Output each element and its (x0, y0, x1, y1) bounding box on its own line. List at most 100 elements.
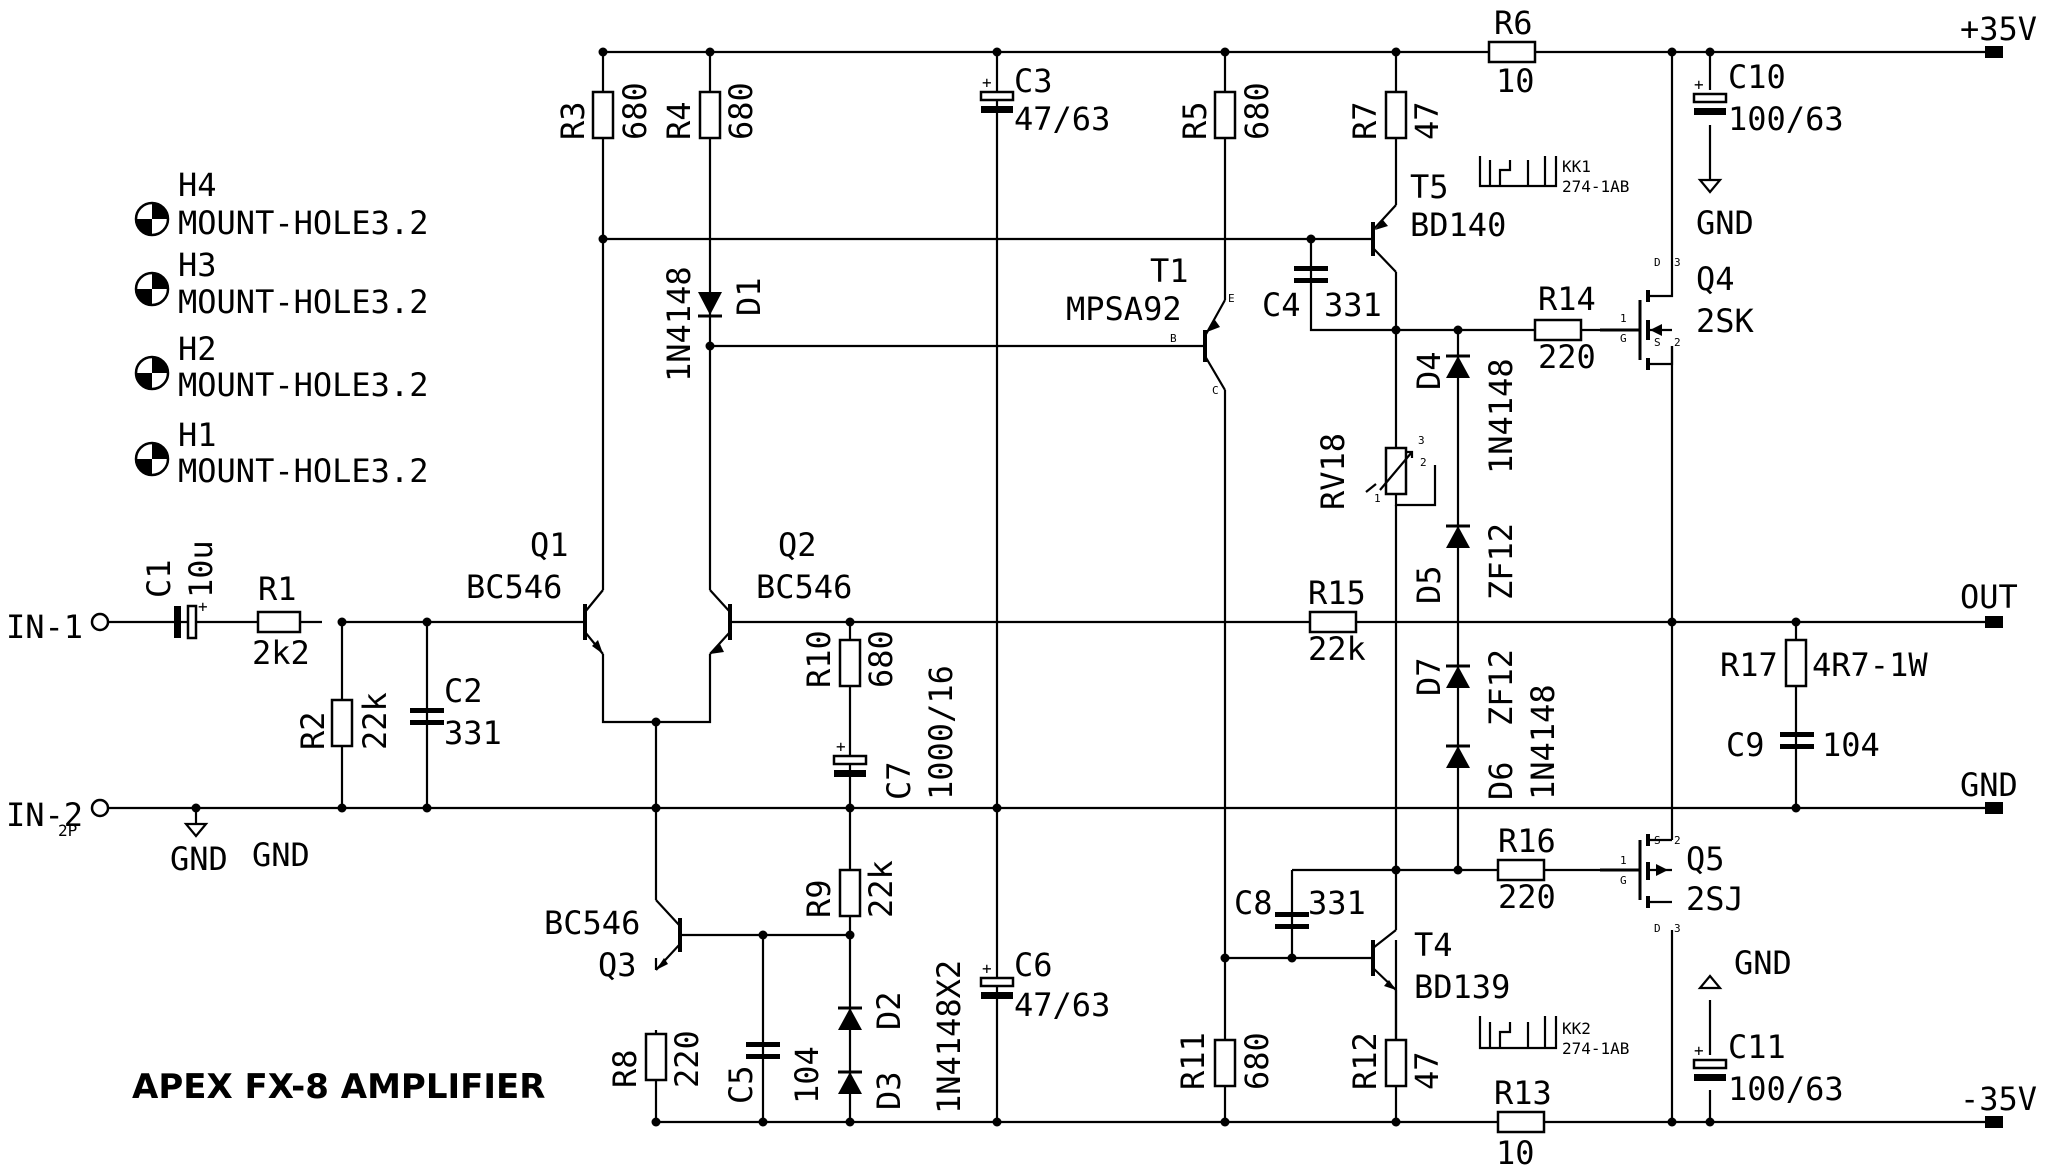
resistor-r13: R13 10 (1494, 1074, 1552, 1172)
c4-value: 331 (1324, 286, 1382, 324)
r9-ref: R9 (800, 879, 838, 918)
junctions (191, 47, 1801, 1127)
c3-ref: C3 (1014, 62, 1053, 100)
q1-value: BC546 (466, 568, 562, 606)
mount-hole-h1: H1 MOUNT-HOLE3.2 (134, 416, 428, 490)
r4-ref: R4 (660, 101, 698, 140)
q1-ref: Q1 (530, 526, 569, 564)
r3-ref: R3 (554, 101, 592, 140)
zener-d7: D7 ZF12 (1410, 649, 1520, 726)
r1-ref: R1 (258, 570, 297, 608)
capacitor-c6: + C6 47/63 (979, 946, 1110, 1024)
r5-ref: R5 (1176, 101, 1214, 140)
c6-ref: C6 (1014, 946, 1053, 984)
h3-ref: H3 (178, 246, 217, 284)
rail-gnd-label: GND (1960, 766, 2018, 804)
t1-value: MPSA92 (1066, 290, 1182, 328)
capacitor-c5: C5 104 (722, 1042, 826, 1104)
t1-pin-c: C (1212, 384, 1219, 397)
q5-value: 2SJ (1686, 880, 1744, 918)
d1-value: 1N4148 (660, 266, 698, 382)
c11-ref: C11 (1728, 1028, 1786, 1066)
r10-value: 680 (862, 630, 900, 688)
kk2-ref: KK2 (1562, 1019, 1591, 1038)
in2-port: IN-2 2P (6, 796, 110, 840)
r10-ref: R10 (800, 630, 838, 688)
svg-text:+: + (1694, 75, 1704, 94)
trimmer-rv18: RV18 3 2 1 (1314, 433, 1427, 510)
transistor-q3: BC546 Q3 (544, 899, 682, 984)
capacitor-c2: C2 331 (410, 672, 502, 752)
resistor-r9: R9 22k (800, 860, 900, 918)
rail-pos-port: +35V (1960, 10, 2037, 58)
d1-ref: D1 (730, 277, 768, 316)
q5-pin-n1: 1 (1620, 854, 1627, 867)
c10-gnd-label: GND (1696, 204, 1754, 242)
resistor-r11: R11 680 (1174, 1032, 1276, 1090)
q5-pin-d: D (1654, 922, 1661, 935)
h1-value: MOUNT-HOLE3.2 (178, 452, 428, 490)
c1-value: 10u (182, 540, 220, 598)
rail-out-label: OUT (1960, 578, 2018, 616)
d4-value: 1N4148 (1482, 358, 1520, 474)
capacitor-c3: + C3 47/63 (979, 62, 1110, 138)
q3-value: BC546 (544, 904, 640, 942)
t1-ref: T1 (1150, 252, 1189, 290)
r2-ref: R2 (294, 711, 332, 750)
rv18-pin-3: 3 (1418, 434, 1425, 447)
resistor-r10: R10 680 (800, 630, 900, 688)
r7-ref: R7 (1346, 101, 1384, 140)
r11-ref: R11 (1174, 1032, 1212, 1090)
svg-text:+: + (982, 73, 992, 92)
d3-ref: D3 (870, 1071, 908, 1110)
q5-pin-n3: 3 (1674, 922, 1681, 935)
d5-value: ZF12 (1482, 523, 1520, 600)
r12-value: 47 (1408, 1051, 1446, 1090)
c6-value: 47/63 (1014, 986, 1110, 1024)
rv18-pin-2: 2 (1420, 456, 1427, 469)
rail-out-port: OUT (1960, 578, 2018, 628)
resistor-r1: R1 2k2 (252, 570, 310, 672)
rv18-pin-1: 1 (1374, 492, 1381, 505)
r13-ref: R13 (1494, 1074, 1552, 1112)
in1-label: IN-1 (6, 608, 83, 646)
c8-value: 331 (1308, 884, 1366, 922)
diode-d2: D2 (838, 991, 908, 1030)
d2-ref: D2 (870, 991, 908, 1030)
r3-value: 680 (616, 82, 654, 140)
r8-value: 220 (668, 1030, 706, 1088)
rail-neg-label: -35V (1960, 1080, 2037, 1118)
c7-value: 1000/16 (922, 665, 960, 800)
capacitor-c10: + C10 100/63 GND (1692, 58, 1844, 242)
q4-pin-s: S (1654, 336, 1661, 349)
svg-text:+: + (836, 737, 846, 756)
kk1-ref: KK1 (1562, 157, 1591, 176)
d3-value: 1N4148X2 (930, 960, 968, 1114)
c9-value: 104 (1822, 726, 1880, 764)
capacitor-c11: + C11 100/63 GND (1692, 944, 1844, 1108)
q4-pin-n2: 2 (1674, 336, 1681, 349)
r2-value: 22k (356, 692, 394, 750)
svg-text:+: + (982, 959, 992, 978)
r13-value: 10 (1496, 1134, 1535, 1172)
q2-ref: Q2 (778, 526, 817, 564)
h4-ref: H4 (178, 166, 217, 204)
diode-d4: D4 1N4148 (1410, 351, 1520, 474)
t1-pin-e: E (1228, 292, 1235, 305)
c10-value: 100/63 (1728, 100, 1844, 138)
diode-d1: D1 1N4148 (660, 266, 768, 382)
c2-ref: C2 (444, 672, 483, 710)
resistor-r15: R15 22k (1308, 574, 1366, 668)
c11-value: 100/63 (1728, 1070, 1844, 1108)
c4-ref: C4 (1262, 286, 1301, 324)
r7-value: 47 (1408, 101, 1446, 140)
q4-ref: Q4 (1696, 260, 1735, 298)
c3-value: 47/63 (1014, 100, 1110, 138)
c2-value: 331 (444, 714, 502, 752)
q4-pin-n1: 1 (1620, 312, 1627, 325)
d4-ref: D4 (1410, 351, 1448, 390)
r14-value: 220 (1538, 338, 1596, 376)
c5-ref: C5 (722, 1065, 760, 1104)
rail-gnd-port: GND (1960, 766, 2018, 814)
